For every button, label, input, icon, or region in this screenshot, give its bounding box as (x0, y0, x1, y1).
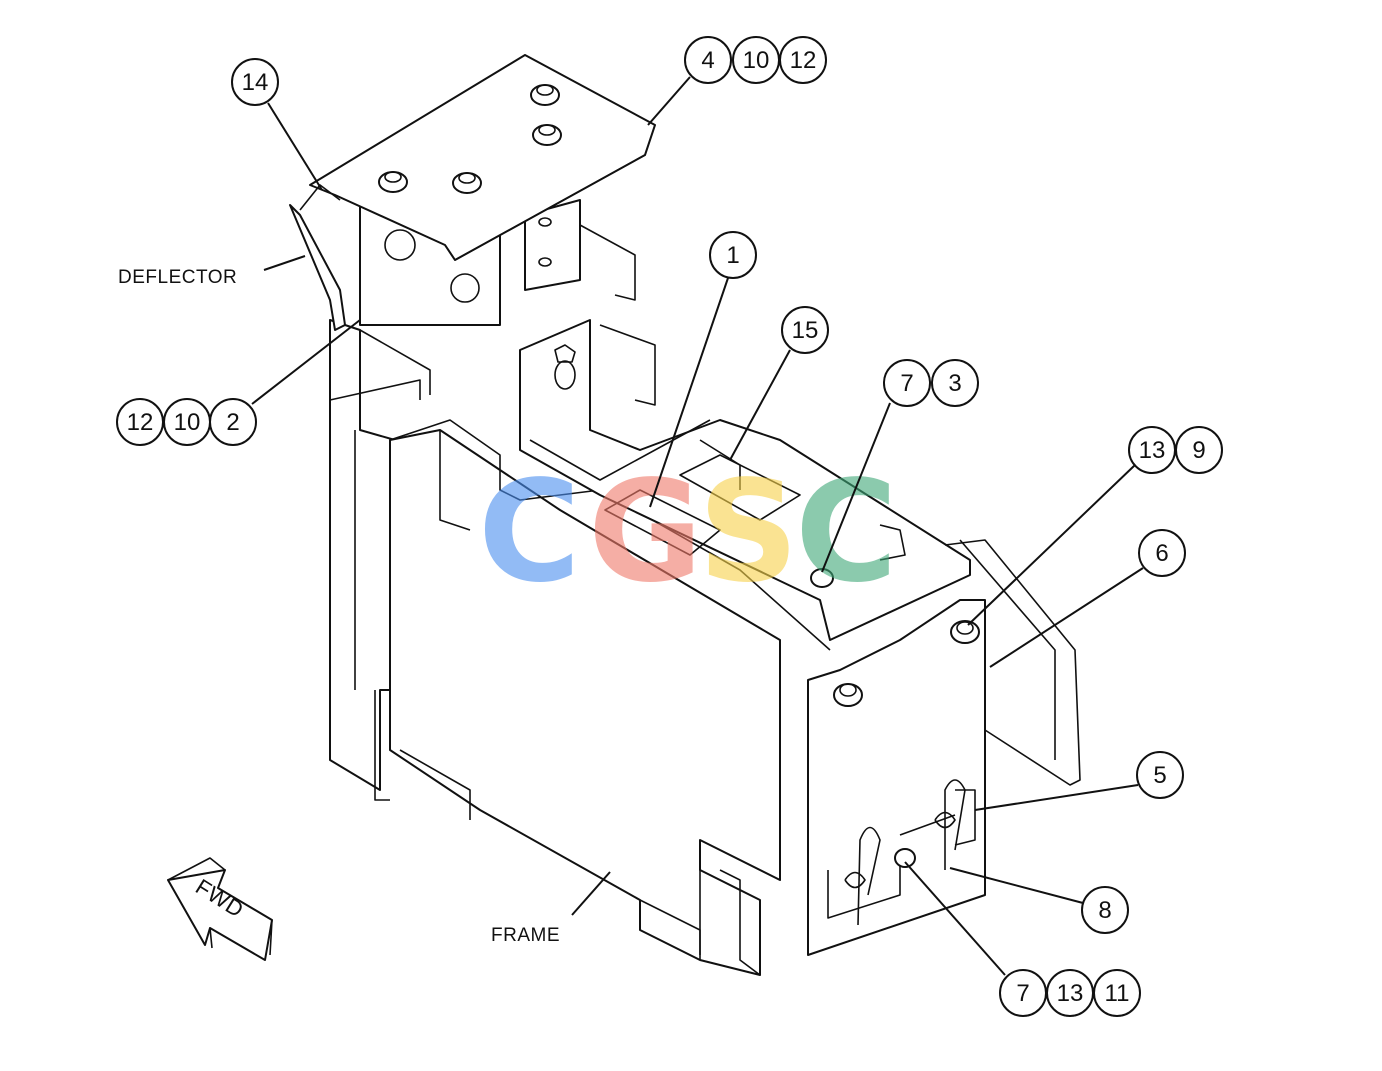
watermark-letter-g: G (588, 451, 703, 614)
svg-text:11: 11 (1105, 980, 1130, 1007)
callout-1: 1 (709, 231, 757, 279)
svg-text:1: 1 (726, 242, 739, 269)
svg-text:9: 9 (1192, 437, 1205, 464)
bolt-head (532, 124, 562, 146)
callout-6: 6 (1138, 529, 1186, 577)
svg-text:3: 3 (948, 370, 961, 397)
callout-14: 14 (231, 58, 279, 106)
svg-text:6: 6 (1155, 540, 1168, 567)
frame-assembly (329, 319, 1081, 976)
svg-text:7: 7 (900, 370, 913, 397)
label-deflector: DEFLECTOR (118, 267, 237, 288)
hairpin-pin-left (844, 826, 881, 926)
fwd-arrow-icon: FWD (167, 857, 273, 961)
callout-15: 15 (781, 306, 829, 354)
svg-text:13: 13 (1139, 437, 1166, 464)
svg-text:4: 4 (701, 47, 714, 74)
svg-text:14: 14 (242, 69, 269, 96)
bolt-head (378, 171, 408, 193)
svg-text:5: 5 (1153, 762, 1166, 789)
watermark-letter-c1: C (478, 451, 581, 614)
leader-lines (251, 76, 1144, 976)
callout-12-10-2: 12 10 2 (116, 398, 257, 446)
svg-text:13: 13 (1057, 980, 1084, 1007)
bolt-head (530, 84, 560, 106)
bolt-13-9 (950, 620, 980, 644)
svg-text:12: 12 (790, 47, 817, 74)
bolt-head (452, 172, 482, 194)
watermark-cgsc: C G S C (478, 451, 898, 614)
callout-7-13-11: 7 13 11 (999, 969, 1141, 1017)
watermark-letter-c2: C (795, 451, 898, 614)
callout-4-10-12: 4 10 12 (684, 36, 827, 84)
svg-text:8: 8 (1098, 897, 1111, 924)
callout-8: 8 (1081, 886, 1129, 934)
svg-text:15: 15 (792, 317, 819, 344)
svg-text:2: 2 (226, 409, 239, 436)
watermark-letter-s: S (698, 451, 799, 614)
bolt-left (833, 683, 863, 707)
svg-text:7: 7 (1016, 980, 1029, 1007)
svg-text:12: 12 (127, 409, 154, 436)
callout-13-9: 13 9 (1128, 426, 1223, 474)
callout-5: 5 (1136, 751, 1184, 799)
bolt-7-3 (810, 568, 834, 588)
svg-text:10: 10 (174, 409, 201, 436)
label-frame: FRAME (491, 925, 560, 946)
svg-text:10: 10 (743, 47, 770, 74)
callout-7-3: 7 3 (883, 359, 979, 407)
bolt-7-13-11 (894, 848, 916, 868)
